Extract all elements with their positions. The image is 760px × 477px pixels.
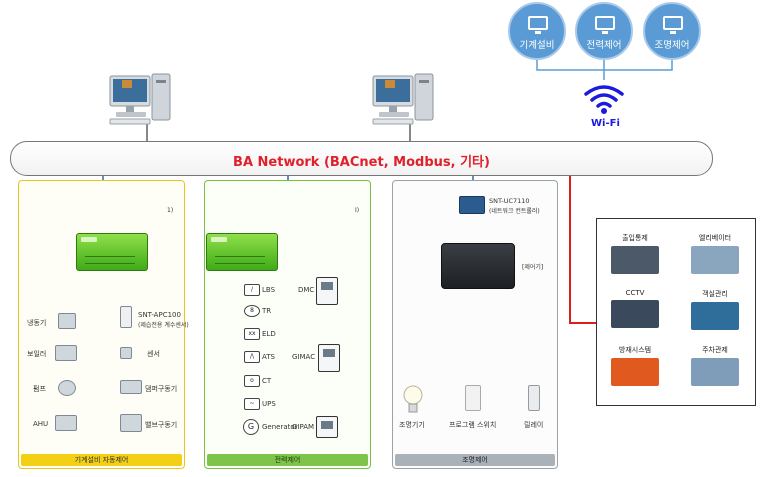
client-power-label: 전력제어 xyxy=(586,40,622,51)
power-device-label: Generator xyxy=(262,423,298,431)
lighting-footer: 조명제어 xyxy=(395,454,555,466)
lighting-panel: 조명제어 xyxy=(392,180,558,469)
bulb-icon xyxy=(403,385,423,413)
power-device-label: LBS xyxy=(262,286,276,294)
humidity-sensor-icon xyxy=(120,306,132,328)
ct-symbol-icon: o xyxy=(244,375,260,387)
mechanical-footer: 기계설비 자동제어 xyxy=(21,454,182,466)
mechanical-device-label: SNT-APC100 xyxy=(138,311,181,319)
client-power-circle[interactable]: 전력제어 xyxy=(575,2,633,60)
mechanical-device-sublabel: (제습전용 계수센서) xyxy=(138,322,189,329)
fire-protection-item[interactable]: 방재시스템 xyxy=(605,345,665,386)
mechanical-corner-mark: 1) xyxy=(167,207,174,214)
client-mechanical-label: 기계설비 xyxy=(519,40,555,51)
tr-symbol-icon: 8 xyxy=(244,305,260,317)
power-device-label: TR xyxy=(262,307,272,315)
program-switch-icon xyxy=(465,385,481,411)
relay-label: [제어기] xyxy=(522,264,544,271)
sensor-icon xyxy=(120,347,132,359)
room-management-icon xyxy=(691,302,739,330)
mechanical-device-label: 밸브구동기 xyxy=(145,421,178,429)
power-device-label: ATS xyxy=(262,353,275,361)
wifi-label: Wi-Fi xyxy=(591,118,620,129)
power-device-label: UPS xyxy=(262,400,276,408)
mechanical-controller xyxy=(76,233,148,271)
power-device-label: GIMAC xyxy=(292,353,316,361)
fire-alarm-icon xyxy=(611,358,659,386)
relay-icon xyxy=(528,385,540,411)
lighting-device-label: 조명기기 xyxy=(399,421,425,429)
gipam-meter-icon xyxy=(316,416,338,438)
access-control-item[interactable]: 출입통제 xyxy=(605,233,665,274)
mechanical-device-label: AHU xyxy=(33,420,49,428)
power-device-label: CT xyxy=(262,377,272,385)
security-item-label: CCTV xyxy=(625,289,645,297)
power-device-label: GIPAM xyxy=(292,423,315,431)
security-item-label: 주차관제 xyxy=(702,346,728,354)
mechanical-panel: 1) 기계설비 자동제어 xyxy=(18,180,185,469)
mechanical-device-label: 댐퍼구동기 xyxy=(145,385,178,393)
monitor-icon xyxy=(528,16,548,34)
security-item-label: 엘리베이터 xyxy=(698,234,732,242)
ahu-icon xyxy=(55,415,77,431)
workstation-pc-icon xyxy=(372,73,434,125)
monitor-icon xyxy=(663,16,683,34)
ats-symbol-icon: /\ xyxy=(244,351,260,363)
client-mechanical-circle[interactable]: 기계설비 xyxy=(508,2,566,60)
dmc-meter-icon xyxy=(316,277,338,305)
security-systems-box: 출입통제 엘리베이터 CCTV 객실관리 방재시스템 주차관제 xyxy=(596,218,756,406)
security-item-label: 객실관리 xyxy=(702,290,728,298)
ups-symbol-icon: ~ xyxy=(244,398,260,410)
cctv-icon xyxy=(611,300,659,328)
eld-symbol-icon: xx xyxy=(244,328,260,340)
generator-symbol-icon: G xyxy=(243,419,259,435)
power-controller xyxy=(206,233,278,271)
power-corner-mark: I) xyxy=(355,207,360,214)
gimac-meter-icon xyxy=(318,344,340,372)
pump-icon xyxy=(58,380,76,396)
power-panel: I) 전력제어 xyxy=(204,180,371,469)
room-management-item[interactable]: 객실관리 xyxy=(685,289,745,330)
lighting-controller-sublabel: (네트워크 컨트롤러) xyxy=(489,208,540,215)
monitor-icon xyxy=(595,16,615,34)
workstation-pc-icon xyxy=(109,73,171,125)
damper-actuator-icon xyxy=(120,380,142,394)
valve-actuator-icon xyxy=(120,414,142,432)
client-lighting-circle[interactable]: 조명제어 xyxy=(643,2,701,60)
parking-control-item[interactable]: 주차관제 xyxy=(685,345,745,386)
client-lighting-label: 조명제어 xyxy=(654,40,690,51)
elevator-icon xyxy=(691,246,739,274)
security-item-label: 출입통제 xyxy=(622,234,648,242)
lighting-device-label: 프로그램 스위치 xyxy=(449,421,497,429)
chiller-icon xyxy=(58,313,76,329)
mechanical-device-label: 펌프 xyxy=(33,385,46,393)
network-controller-icon xyxy=(459,196,485,214)
lighting-controller-label: SNT-UC7110 xyxy=(489,197,530,205)
power-device-label: ELD xyxy=(262,330,276,338)
ba-network-bus: BA Network (BACnet, Modbus, 기타) xyxy=(10,141,713,176)
lighting-device-label: 릴레이 xyxy=(524,421,544,429)
power-device-label: DMC xyxy=(298,286,315,294)
mechanical-device-label: 센서 xyxy=(147,350,160,358)
parking-icon xyxy=(691,358,739,386)
cctv-item[interactable]: CCTV xyxy=(605,289,665,328)
wifi-icon xyxy=(584,85,624,114)
access-control-icon xyxy=(611,246,659,274)
relay-controller-icon xyxy=(441,243,515,289)
ba-network-label: BA Network (BACnet, Modbus, 기타) xyxy=(233,155,490,170)
mechanical-device-label: 보일러 xyxy=(27,350,47,358)
security-item-label: 방재시스템 xyxy=(618,346,652,354)
boiler-icon xyxy=(55,345,77,361)
lbs-symbol-icon: / xyxy=(244,284,260,296)
elevator-item[interactable]: 엘리베이터 xyxy=(685,233,745,274)
power-footer: 전력제어 xyxy=(207,454,368,466)
mechanical-device-label: 냉동기 xyxy=(27,319,47,327)
